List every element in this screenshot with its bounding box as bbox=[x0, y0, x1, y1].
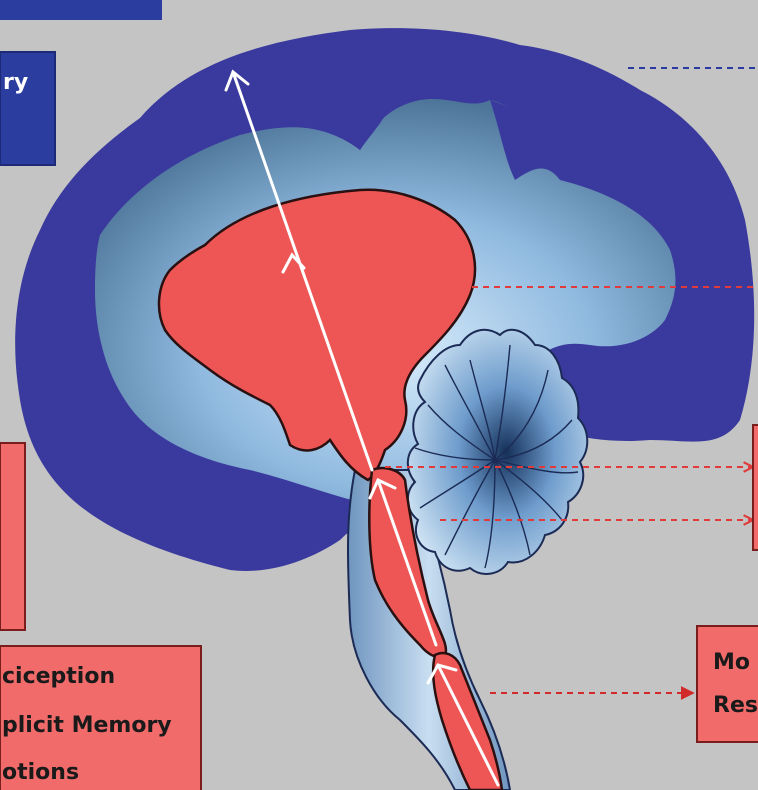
bottom-left-label-line-2: plicit Memory bbox=[2, 713, 172, 738]
bottom-right-label-line-2: Res bbox=[713, 693, 758, 718]
bottom-right-label-line-1: Mo bbox=[713, 650, 750, 675]
bottom-left-label-line-1: ciception bbox=[2, 664, 115, 689]
bottom-right-red-box bbox=[697, 626, 758, 742]
upper-left-blue-box bbox=[0, 52, 55, 165]
left-middle-red-box bbox=[0, 443, 25, 630]
right-edge-red-box bbox=[753, 425, 758, 550]
top-left-box bbox=[0, 0, 162, 20]
cerebellum bbox=[408, 330, 587, 574]
upper-left-box-label: ry bbox=[3, 70, 28, 95]
bottom-left-label-line-3: otions bbox=[2, 760, 79, 785]
